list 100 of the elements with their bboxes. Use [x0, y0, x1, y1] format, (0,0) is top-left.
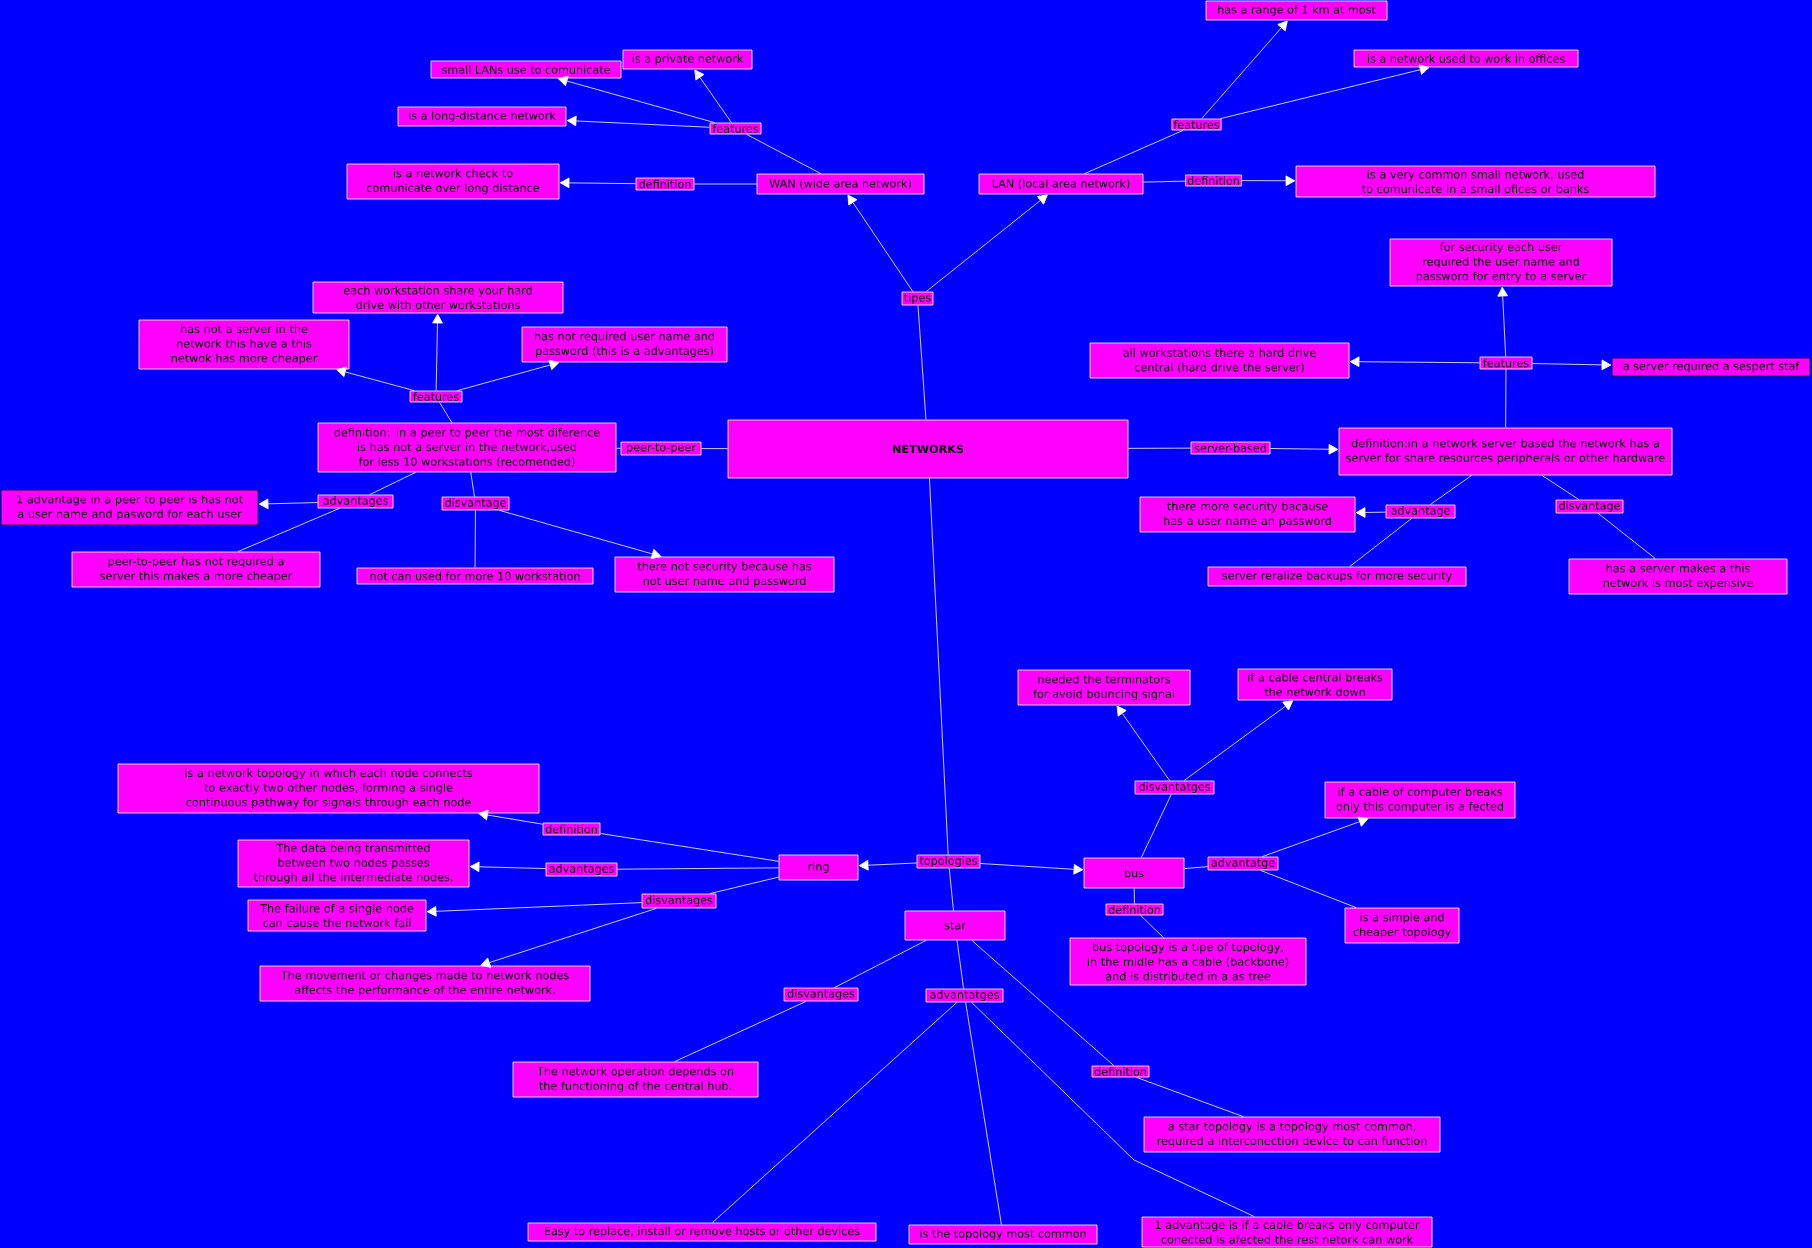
concept-box: is a simple and cheaper topology — [1344, 907, 1460, 944]
arrow — [478, 809, 543, 825]
connector-line — [1349, 518, 1413, 567]
concept-box: all workstations there a hard drive central (hard drive the server) — [1089, 342, 1350, 379]
connector-line — [1260, 870, 1357, 908]
concept-box: The movement or changes made to network nodes affects the performance of the entire network. — [259, 965, 591, 1002]
concept-box: has a server makes a this network is most expensive — [1568, 558, 1788, 595]
connector-line — [470, 472, 475, 497]
connector-line — [971, 940, 1115, 1066]
concept-box: is the topology most common — [908, 1224, 1098, 1245]
connector-line — [929, 478, 949, 855]
linking-phrase-box: definition — [1185, 174, 1242, 187]
connector-line — [1541, 475, 1580, 500]
concept-box: not can used for more 10 workstation — [356, 567, 594, 585]
linking-phrase-box: topologies — [916, 854, 981, 869]
concept-box: The failure of a single node can cause the network fail — [247, 899, 427, 932]
linking-phrase-box: advantages — [317, 494, 394, 509]
concept-box: a star topology is a topology most common, required a interconection device to can function — [1143, 1116, 1441, 1153]
arrow — [980, 863, 1084, 875]
concept-box: needed the terminators for avoid bouncing signal — [1017, 669, 1191, 706]
arrow — [469, 861, 546, 873]
arrow — [858, 859, 917, 871]
linking-phrase-box: tipes — [901, 291, 934, 306]
concept-box: has a range of 1 km at most — [1205, 0, 1388, 21]
connector-line — [956, 940, 964, 989]
arrow — [566, 115, 710, 128]
linking-phrase-box: definition — [635, 177, 695, 191]
connector-line — [439, 402, 453, 423]
concept-box: 1 advantage is if a cable breaks only computer conected is afected the rest netork can work — [1141, 1216, 1433, 1248]
connector-line — [834, 940, 927, 988]
connector-line — [965, 1002, 1002, 1225]
arrow — [336, 366, 415, 391]
connector-line — [1505, 369, 1507, 428]
arrow — [1270, 443, 1339, 455]
arrow — [499, 510, 662, 560]
concept-box: peer-to-peer has not required a server this makes a more cheaper — [71, 551, 321, 588]
linking-phrase-box: disvantatges — [1134, 780, 1215, 795]
connector-line — [917, 305, 927, 420]
connector-line — [369, 472, 416, 495]
arrow — [1201, 20, 1288, 119]
linking-phrase-box: peer-to-peer — [620, 441, 702, 456]
linking-phrase-box: definition — [542, 822, 601, 836]
connector-line — [694, 183, 757, 185]
concept-box: 1 advantage in a peer to peer is has not a user name and pasword for each user — [0, 489, 259, 526]
linking-phrase-box: features — [1171, 118, 1222, 131]
concept-box: star — [904, 910, 1006, 941]
concept-box: has not required user name and password (this is a advantages) — [521, 326, 728, 363]
arrow — [1241, 175, 1296, 187]
arrow — [847, 194, 914, 292]
concept-box: is a very common small network, used to comunicate in a small ofices or banks — [1295, 165, 1656, 198]
concept-box: small LANs use to comunicate — [430, 60, 622, 79]
concept-box: has not a server in the network this have a this netwok has more cheaper — [138, 319, 350, 370]
arrow — [480, 908, 657, 968]
concept-box: Easy to replace, install or remove hosts or other devices — [527, 1222, 877, 1242]
arrow — [558, 75, 715, 123]
connector-line — [237, 508, 340, 552]
concept-box: a server required a sespert staf — [1611, 357, 1811, 377]
connector-line — [948, 868, 954, 911]
arrow — [925, 194, 1048, 292]
concept-box: server reralize backups for more security — [1207, 566, 1467, 587]
concept-box: is a private network — [622, 49, 753, 70]
concept-box: there more security bacause has a user name an password — [1139, 496, 1356, 533]
concept-box: ring — [778, 854, 859, 881]
concept-box: definition: in a peer to peer the most diference is has not a server in the network,used for less 10 workstations (recomended) — [317, 422, 617, 473]
connector-line — [1140, 915, 1164, 938]
arrow — [559, 177, 636, 189]
connector-line — [1597, 513, 1656, 559]
connector-line — [1143, 180, 1186, 183]
linking-phrase-box: features — [409, 390, 463, 403]
connector-line — [746, 134, 822, 174]
arrow — [1355, 507, 1386, 518]
linking-phrase-box: advantatges — [925, 988, 1004, 1003]
connector-line — [971, 1002, 1255, 1217]
linking-phrase-box: features — [709, 122, 762, 135]
concept-box: if a cable central breaks the network down — [1237, 668, 1393, 701]
concept-box: for security each user required the user name and password for entry to a server — [1389, 238, 1613, 287]
linking-phrase-box: definition — [1105, 903, 1164, 916]
linking-phrase-box: definition — [1091, 1065, 1150, 1078]
linking-phrase-box: disvantage — [441, 496, 510, 511]
linking-phrase-box: disvantage — [1555, 499, 1624, 514]
arrow — [1532, 359, 1612, 371]
connector-line — [1136, 1077, 1244, 1117]
connector-line — [1084, 130, 1184, 174]
concept-box: if a cable of computer breaks only this computer is a fected — [1324, 781, 1516, 819]
arrow — [1349, 356, 1480, 368]
concept-box: is a network topology in which each node connects to exactly two other nodes, forming a single continuous pathway for signals through each node — [117, 763, 540, 814]
linking-phrase-box: features — [1479, 356, 1533, 370]
arrow — [1116, 705, 1171, 781]
connector-line — [1429, 475, 1473, 505]
arrow — [1261, 816, 1369, 857]
connector-line — [1128, 447, 1191, 449]
concept-box: WAN (wide area network) — [756, 173, 925, 195]
main-concept-box: NETWORKS — [727, 419, 1129, 479]
connector-line — [617, 867, 779, 870]
concept-box: The network operation depends on the functioning of the central hub. — [512, 1061, 759, 1098]
concept-box: bus topology is a tipe of topology, in the midle has a cable (backbone) and is distributed in a as tree — [1069, 937, 1307, 986]
arrow — [694, 69, 732, 123]
linking-phrase-box: advantages — [545, 862, 618, 877]
arrow — [426, 902, 642, 917]
concept-box: is a network check to comunicate over long distance — [346, 163, 560, 200]
